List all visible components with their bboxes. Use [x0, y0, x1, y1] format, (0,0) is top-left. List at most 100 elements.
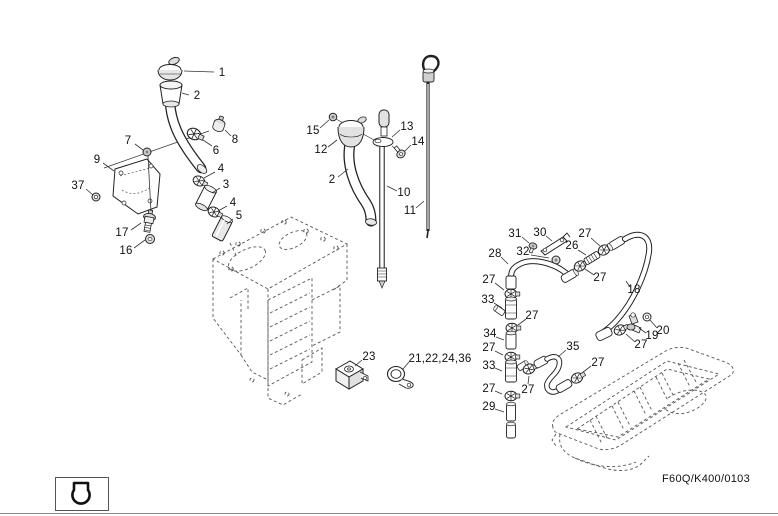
leader-line [494, 390, 503, 395]
vent-hose-network [493, 231, 653, 439]
bracket-30 [540, 232, 571, 256]
callout-21-22-24-36[interactable]: 21,22,24,36 [408, 353, 472, 365]
leader-line [183, 70, 215, 73]
callout-12[interactable]: 12 [314, 144, 328, 156]
leader-line [494, 408, 505, 413]
callout-5[interactable]: 5 [235, 210, 243, 222]
leader-line [584, 268, 595, 276]
section-icon-box[interactable] [55, 477, 109, 511]
p-clip-21-22-24-36 [386, 365, 414, 389]
callout-20[interactable]: 20 [656, 325, 670, 337]
leader-line [403, 144, 412, 153]
callout-11[interactable]: 11 [403, 205, 417, 217]
hose-3 [194, 184, 218, 212]
page-bottom-rule [0, 513, 778, 514]
leader-line [590, 237, 601, 247]
leader-line [521, 236, 530, 244]
callout-16[interactable]: 16 [119, 245, 133, 257]
callout-33[interactable]: 33 [481, 294, 495, 306]
clamp-6 [184, 125, 207, 144]
callout-32[interactable]: 32 [516, 246, 530, 258]
t-fitting-33b [505, 359, 529, 383]
leader-line [134, 143, 144, 151]
callout-33[interactable]: 33 [482, 360, 496, 372]
leader-line [217, 205, 228, 212]
leader-line [386, 185, 398, 192]
clamp-27 [504, 390, 521, 402]
callout-19[interactable]: 19 [645, 330, 659, 342]
leader-line [133, 239, 146, 249]
leader-line [224, 129, 232, 137]
callout-4[interactable]: 4 [229, 197, 237, 209]
callout-35[interactable]: 35 [566, 341, 580, 353]
callout-1[interactable]: 1 [218, 67, 226, 79]
mount-block-23 [335, 360, 369, 390]
callout-27[interactable]: 27 [482, 383, 496, 395]
callout-27[interactable]: 27 [521, 384, 535, 396]
callout-27[interactable]: 27 [634, 339, 648, 351]
leader-line [203, 171, 216, 179]
elbow-19 [626, 312, 642, 334]
callout-9[interactable]: 9 [93, 154, 101, 166]
tubes-29 [506, 401, 516, 439]
callout-27[interactable]: 27 [591, 357, 605, 369]
callout-7[interactable]: 7 [124, 135, 132, 147]
tube-34 [505, 330, 517, 350]
oil-filler-cap-icon [71, 481, 91, 505]
callout-13[interactable]: 13 [400, 121, 414, 133]
callout-10[interactable]: 10 [397, 187, 411, 199]
leader-line [625, 333, 636, 343]
leader-line [415, 200, 425, 209]
callout-27[interactable]: 27 [482, 342, 496, 354]
callout-15[interactable]: 15 [306, 125, 320, 137]
t-fitting-33a [493, 296, 517, 320]
callout-6[interactable]: 6 [212, 145, 220, 157]
leader-line [545, 235, 553, 242]
leader-line [319, 119, 330, 129]
callout-27[interactable]: 27 [482, 274, 496, 286]
callout-3[interactable]: 3 [222, 179, 230, 191]
clamp-27 [568, 368, 588, 386]
filler-neck [159, 80, 183, 108]
bolt-8 [212, 115, 226, 132]
callout-37[interactable]: 37 [71, 180, 85, 192]
callout-27[interactable]: 27 [593, 272, 607, 284]
leader-line [495, 336, 505, 341]
callout-27[interactable]: 27 [525, 310, 539, 322]
filler-cap [157, 56, 183, 81]
leader-line [494, 367, 503, 372]
callout-31[interactable]: 31 [508, 228, 522, 240]
filler-neck-assembly [103, 56, 233, 242]
callout-28[interactable]: 28 [488, 248, 502, 260]
callout-4[interactable]: 4 [217, 163, 225, 175]
callout-27[interactable]: 27 [578, 228, 592, 240]
callout-34[interactable]: 34 [483, 328, 497, 340]
leader-line [354, 359, 363, 367]
callout-17[interactable]: 17 [115, 227, 129, 239]
leader-line [500, 256, 509, 265]
callout-29[interactable]: 29 [482, 401, 496, 413]
callout-30[interactable]: 30 [533, 227, 547, 239]
callout-23[interactable]: 23 [362, 351, 376, 363]
bolt-17 [143, 209, 156, 233]
callout-2[interactable]: 2 [328, 174, 336, 186]
callout-8[interactable]: 8 [231, 134, 239, 146]
leader-line [327, 139, 338, 148]
leader-line [337, 168, 349, 178]
leader-line [181, 92, 190, 96]
callout-14[interactable]: 14 [411, 136, 425, 148]
tube-5 [211, 215, 233, 242]
leader-line [649, 319, 658, 329]
callout-2[interactable]: 2 [193, 90, 201, 102]
leader-line [625, 280, 631, 288]
callout-26[interactable]: 26 [565, 240, 579, 252]
callout-18[interactable]: 18 [627, 284, 641, 296]
leader-line [493, 302, 503, 309]
leader-line [211, 187, 221, 194]
leader-line [391, 129, 401, 138]
leader-line [402, 361, 410, 370]
leader-line [102, 162, 115, 172]
